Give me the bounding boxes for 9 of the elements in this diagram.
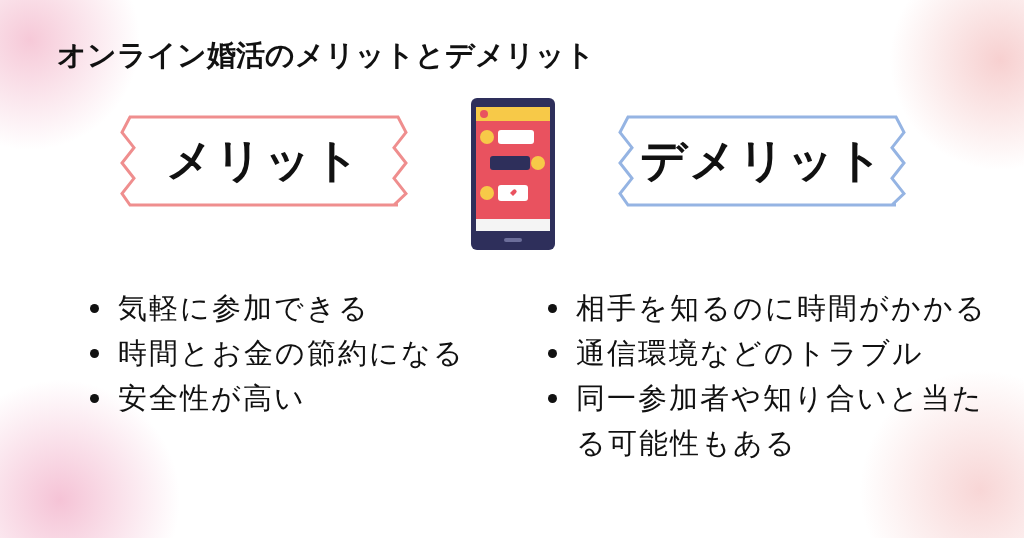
bullet-item: 安全性が高い bbox=[118, 380, 307, 417]
bullet-item: 相手を知るのに時間がかかる bbox=[576, 290, 988, 327]
title: オンライン婚活のメリットとデメリット bbox=[57, 37, 595, 74]
bullet-item: 同一参加者や知り合いと当たる可能性もある bbox=[576, 380, 985, 462]
zigzag-banner: メリット bbox=[120, 115, 408, 207]
bullet-item: 通信環境などのトラブル bbox=[576, 335, 925, 372]
zigzag-banner: デメリット bbox=[618, 115, 906, 207]
bullet-item: 気軽に参加できる bbox=[118, 290, 371, 327]
bullet-item: 時間とお金の節約になる bbox=[118, 335, 466, 372]
